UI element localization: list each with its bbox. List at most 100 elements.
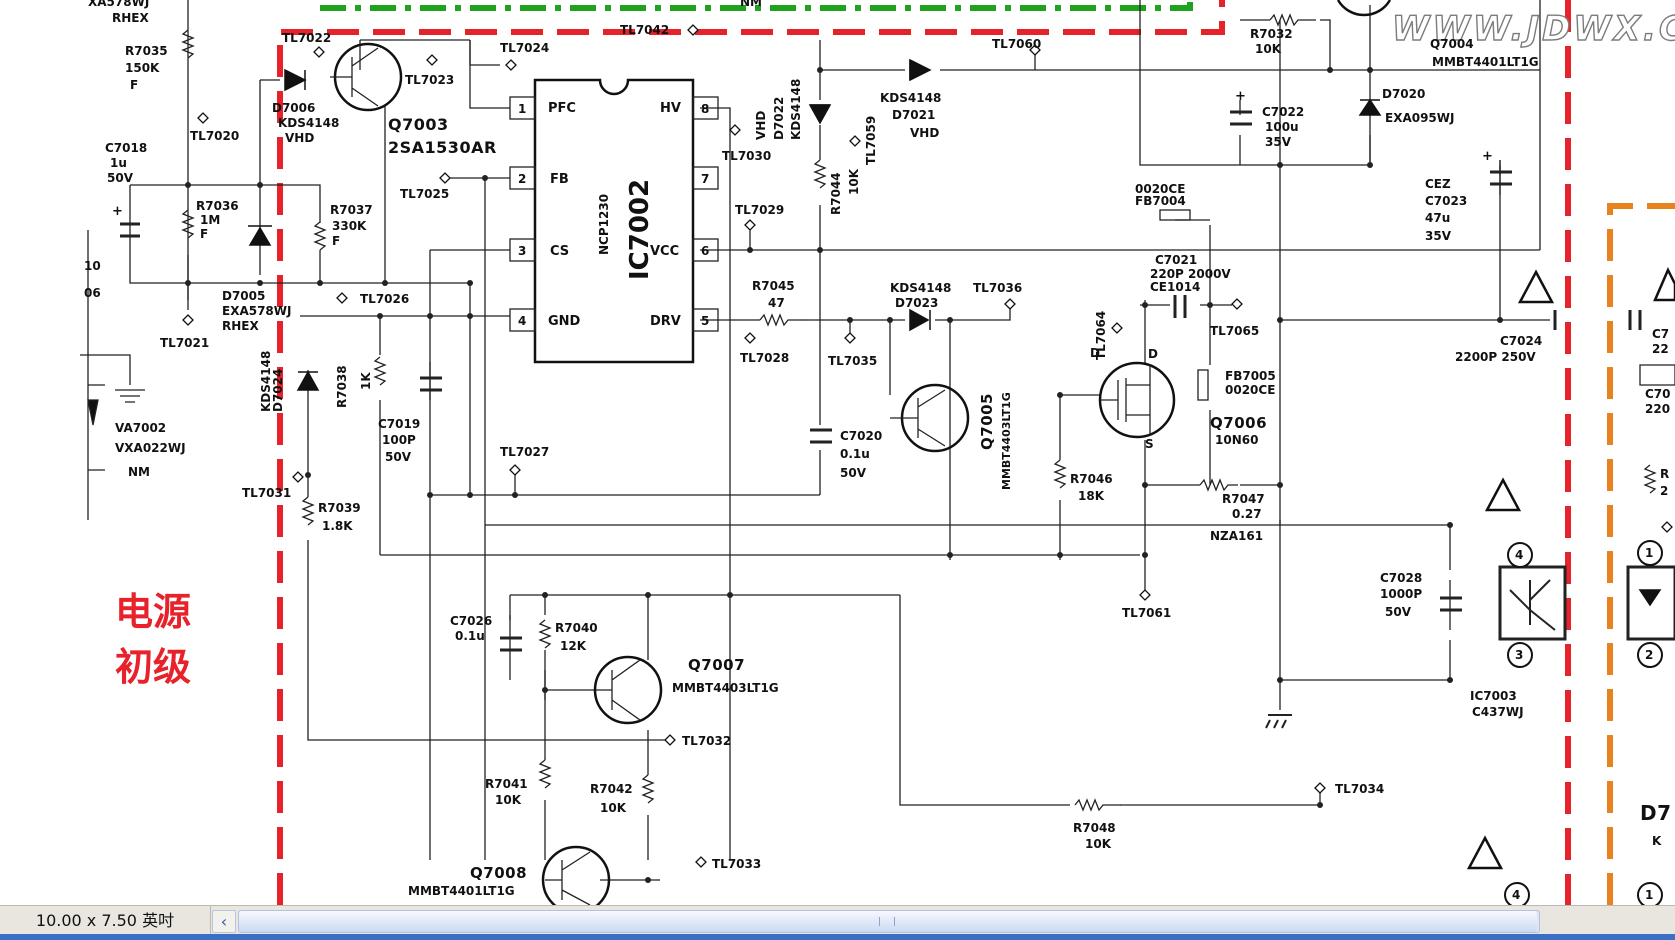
- opto-pin4: 4: [1515, 548, 1523, 562]
- c7028-voltage: 50V: [1385, 605, 1412, 619]
- right-cut-220: 220: [1645, 402, 1670, 416]
- page-size-readout: 10.00 x 7.50 英吋: [0, 906, 211, 935]
- q7004-ref: Q7004: [1430, 37, 1474, 51]
- d7022-part: KDS4148: [789, 79, 803, 140]
- q7006-pin-s: S: [1145, 437, 1154, 451]
- q7006-part: 10N60: [1215, 433, 1258, 447]
- r7048-value: 10K: [1085, 837, 1112, 851]
- c7026-ref: C7026: [450, 614, 492, 628]
- q7003-ref: Q7003: [388, 115, 449, 134]
- c7024-ref: C7024: [1500, 334, 1542, 348]
- c7023-ref: C7023: [1425, 194, 1467, 208]
- r7042-ref: R7042: [590, 782, 633, 796]
- ic-pin2-name: FB: [550, 172, 569, 187]
- right-pin-1a: 1: [1645, 546, 1653, 560]
- warning-icon: [1653, 267, 1675, 302]
- d7024-ref: D7024: [271, 369, 285, 412]
- fb7005-value: 0020CE: [1225, 383, 1275, 397]
- d7006-suffix: VHD: [285, 131, 314, 145]
- d7005-ref: D7005: [222, 289, 265, 303]
- d7023-ref: D7023: [895, 296, 938, 310]
- ic-part-number: NCP1230: [597, 194, 611, 255]
- c7021-part: CE1014: [1150, 280, 1200, 294]
- c7018-ref: C7018: [105, 141, 147, 155]
- right-cut-d7: D7: [1640, 801, 1672, 825]
- tl7023-label: TL7023: [405, 73, 454, 87]
- d7024-part: KDS4148: [259, 351, 273, 412]
- d7006-part: KDS4148: [278, 116, 339, 130]
- transistor-q7007: [593, 655, 663, 725]
- tl7061-label: TL7061: [1122, 606, 1171, 620]
- tl7064-label: TL7064: [1094, 311, 1108, 360]
- transistor-q7005: [890, 383, 970, 453]
- warning-icon: [1484, 477, 1522, 512]
- c7018-plus: +: [112, 204, 123, 219]
- mosfet-q7006: [1098, 361, 1176, 439]
- c7023-voltage: 35V: [1425, 229, 1452, 243]
- right-pin-4: 4: [1512, 888, 1520, 902]
- q7005-part: MMBT4403LT1G: [1000, 392, 1013, 490]
- tl7033-label: TL7033: [712, 857, 761, 871]
- tl7028-label: TL7028: [740, 351, 789, 365]
- section-label-line1: 电源: [115, 590, 191, 634]
- d7020-ref: D7020: [1382, 87, 1425, 101]
- scroll-left-button[interactable]: ‹: [212, 910, 236, 933]
- c7021-value: 220P 2000V: [1150, 267, 1231, 281]
- label-nm-top: NM: [740, 0, 762, 9]
- right-cut-c7: C7: [1652, 327, 1669, 341]
- ic-pin8-name: HV: [660, 101, 681, 116]
- r7047-ref: R7047: [1222, 492, 1265, 506]
- c7018-value: 1u: [110, 156, 127, 170]
- document-viewport[interactable]: 1 2 3 4 5 6 7 8 PFC FB CS GND DRV VCC HV…: [0, 0, 1675, 905]
- warning-icon: [1517, 269, 1555, 304]
- junction-dots: [185, 67, 1503, 883]
- right-cut-k: K: [1652, 834, 1662, 848]
- tl7036-label: TL7036: [973, 281, 1022, 295]
- tl7026-label: TL7026: [360, 292, 409, 306]
- r7046-ref: R7046: [1070, 472, 1113, 486]
- r7040-value: 12K: [560, 639, 587, 653]
- tl7060-label: TL7060: [992, 37, 1041, 51]
- r7044-ref: R7044: [829, 172, 843, 215]
- ic-pin8-num: 8: [701, 102, 709, 116]
- c7023-type: CEZ: [1425, 177, 1451, 191]
- tl7035-label: TL7035: [828, 354, 877, 368]
- d7023-part: KDS4148: [890, 281, 951, 295]
- tl7030-label: TL7030: [722, 149, 771, 163]
- ic-pin1-num: 1: [518, 102, 526, 116]
- q7006-pin-d2: D: [1148, 347, 1158, 361]
- tl7027-label: TL7027: [500, 445, 549, 459]
- r7041-ref: R7041: [485, 777, 528, 791]
- status-bar: 10.00 x 7.50 英吋 ‹: [0, 905, 1675, 935]
- transistor-q7003: [330, 42, 403, 112]
- right-cut-2: 2: [1660, 484, 1668, 498]
- misc-symbols: [87, 209, 1675, 729]
- tl7059-label: TL7059: [864, 116, 878, 165]
- r7045-value: 47: [768, 296, 785, 310]
- c7023-value: 47u: [1425, 211, 1450, 225]
- ic-pin3-name: CS: [550, 244, 569, 259]
- r7041-value: 10K: [495, 793, 522, 807]
- ic7003-part: C437WJ: [1472, 705, 1524, 719]
- r7047-value: 0.27: [1232, 507, 1262, 521]
- d7020-part: EXA095WJ: [1385, 111, 1455, 125]
- c7020-ref: C7020: [840, 429, 882, 443]
- va7002-ref: VA7002: [115, 421, 166, 435]
- right-cut-22: 22: [1652, 342, 1669, 356]
- q7007-ref: Q7007: [688, 656, 745, 674]
- c7020-value: 0.1u: [840, 447, 870, 461]
- va7002-nm: NM: [128, 465, 150, 479]
- ic-pin5-name: DRV: [650, 314, 681, 329]
- r7032-ref: R7032: [1250, 27, 1293, 41]
- tl7025-label: TL7025: [400, 187, 449, 201]
- ic-pin4-name: GND: [548, 314, 581, 329]
- r7036-ref: R7036: [196, 199, 239, 213]
- testpoint-markers: [182, 24, 1673, 868]
- q7006-pin-d: D: [1090, 346, 1100, 360]
- r7037-value: 330K: [332, 219, 367, 233]
- horizontal-scrollbar[interactable]: [238, 910, 1540, 933]
- r7036-value: 1M: [200, 213, 220, 227]
- c7028-value: 1000P: [1380, 587, 1422, 601]
- ic-pin5-num: 5: [701, 314, 709, 328]
- scrollbar-thumb[interactable]: [239, 911, 1537, 932]
